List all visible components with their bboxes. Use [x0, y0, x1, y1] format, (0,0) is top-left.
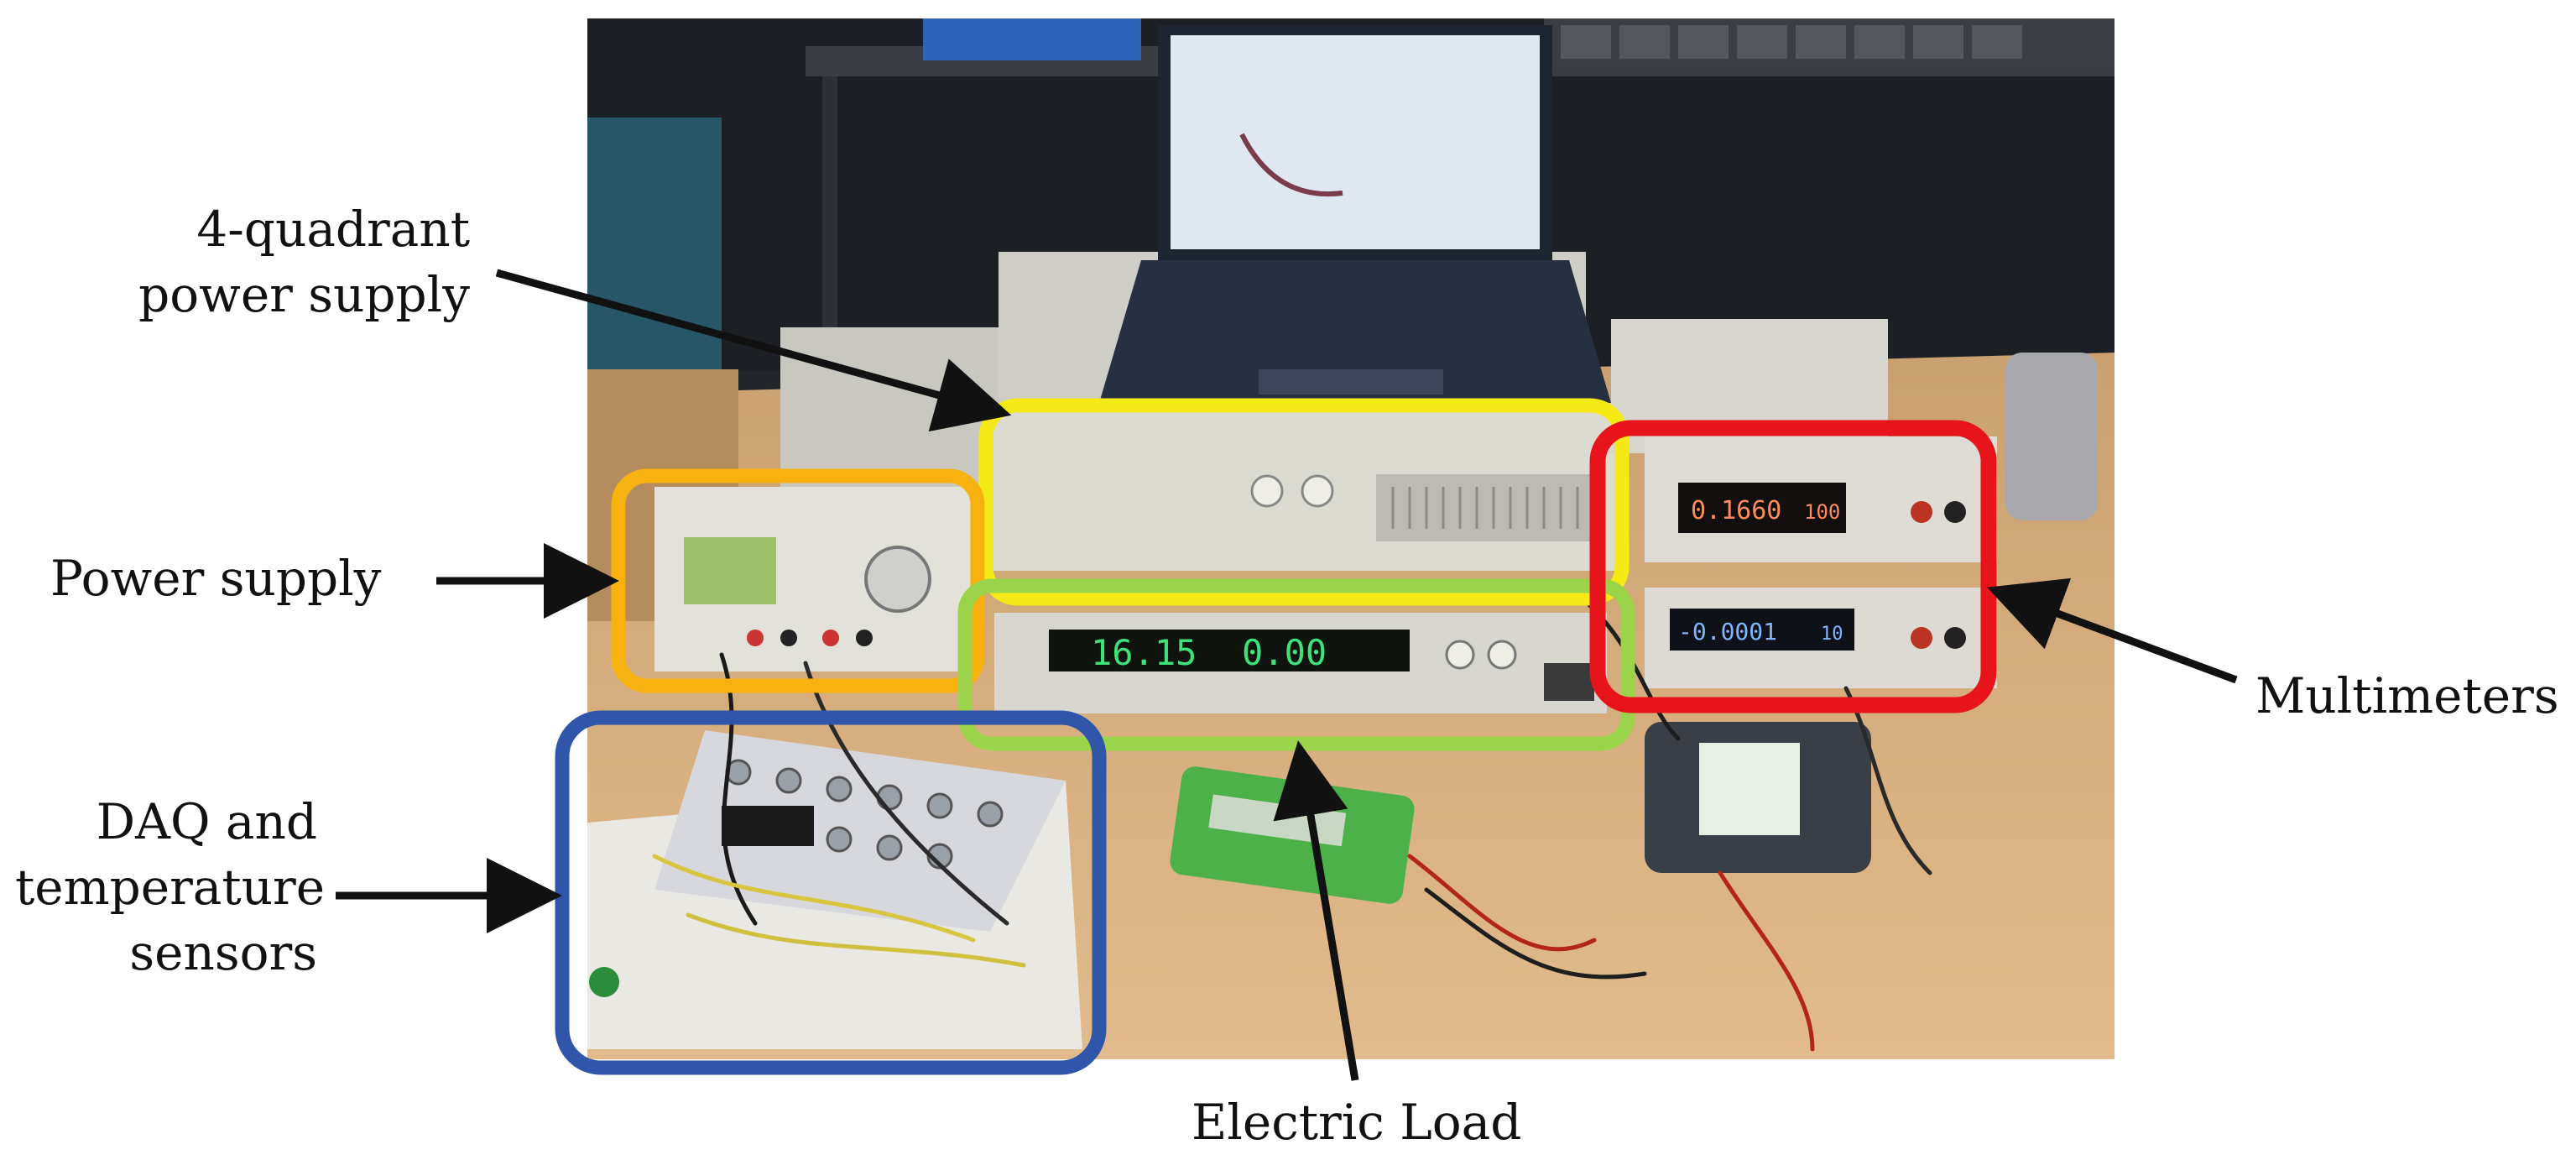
daq-highlight	[555, 710, 1107, 1075]
arrow-electric-load	[1273, 740, 1359, 1081]
lab-photo: 16.15 0.00 0.1660 100 -0.0001 10	[587, 18, 2115, 1059]
multimeters-highlight	[1589, 420, 1997, 713]
four-quadrant-highlight	[978, 398, 1630, 606]
dmm-bottom-value: -0.0001	[1678, 618, 1777, 645]
load-display-right: 0.00	[1242, 632, 1327, 673]
load-display-left: 16.15	[1091, 632, 1197, 673]
dmm-top-range: 100	[1804, 500, 1840, 524]
dmm-top-value: 0.1660	[1691, 496, 1781, 525]
label-four-quadrant: 4-quadrant power supply	[138, 201, 470, 323]
label-power-supply: Power supply	[50, 550, 382, 607]
dmm-bottom-range: 10	[1821, 624, 1843, 645]
arrow-multimeters	[1987, 577, 2238, 684]
arrow-four-quadrant	[495, 269, 1012, 432]
label-electric-load: Electric Load	[1192, 1094, 1522, 1151]
label-daq: DAQ and temperature sensors	[15, 793, 326, 981]
label-multimeters: Multimeters	[2255, 667, 2559, 724]
